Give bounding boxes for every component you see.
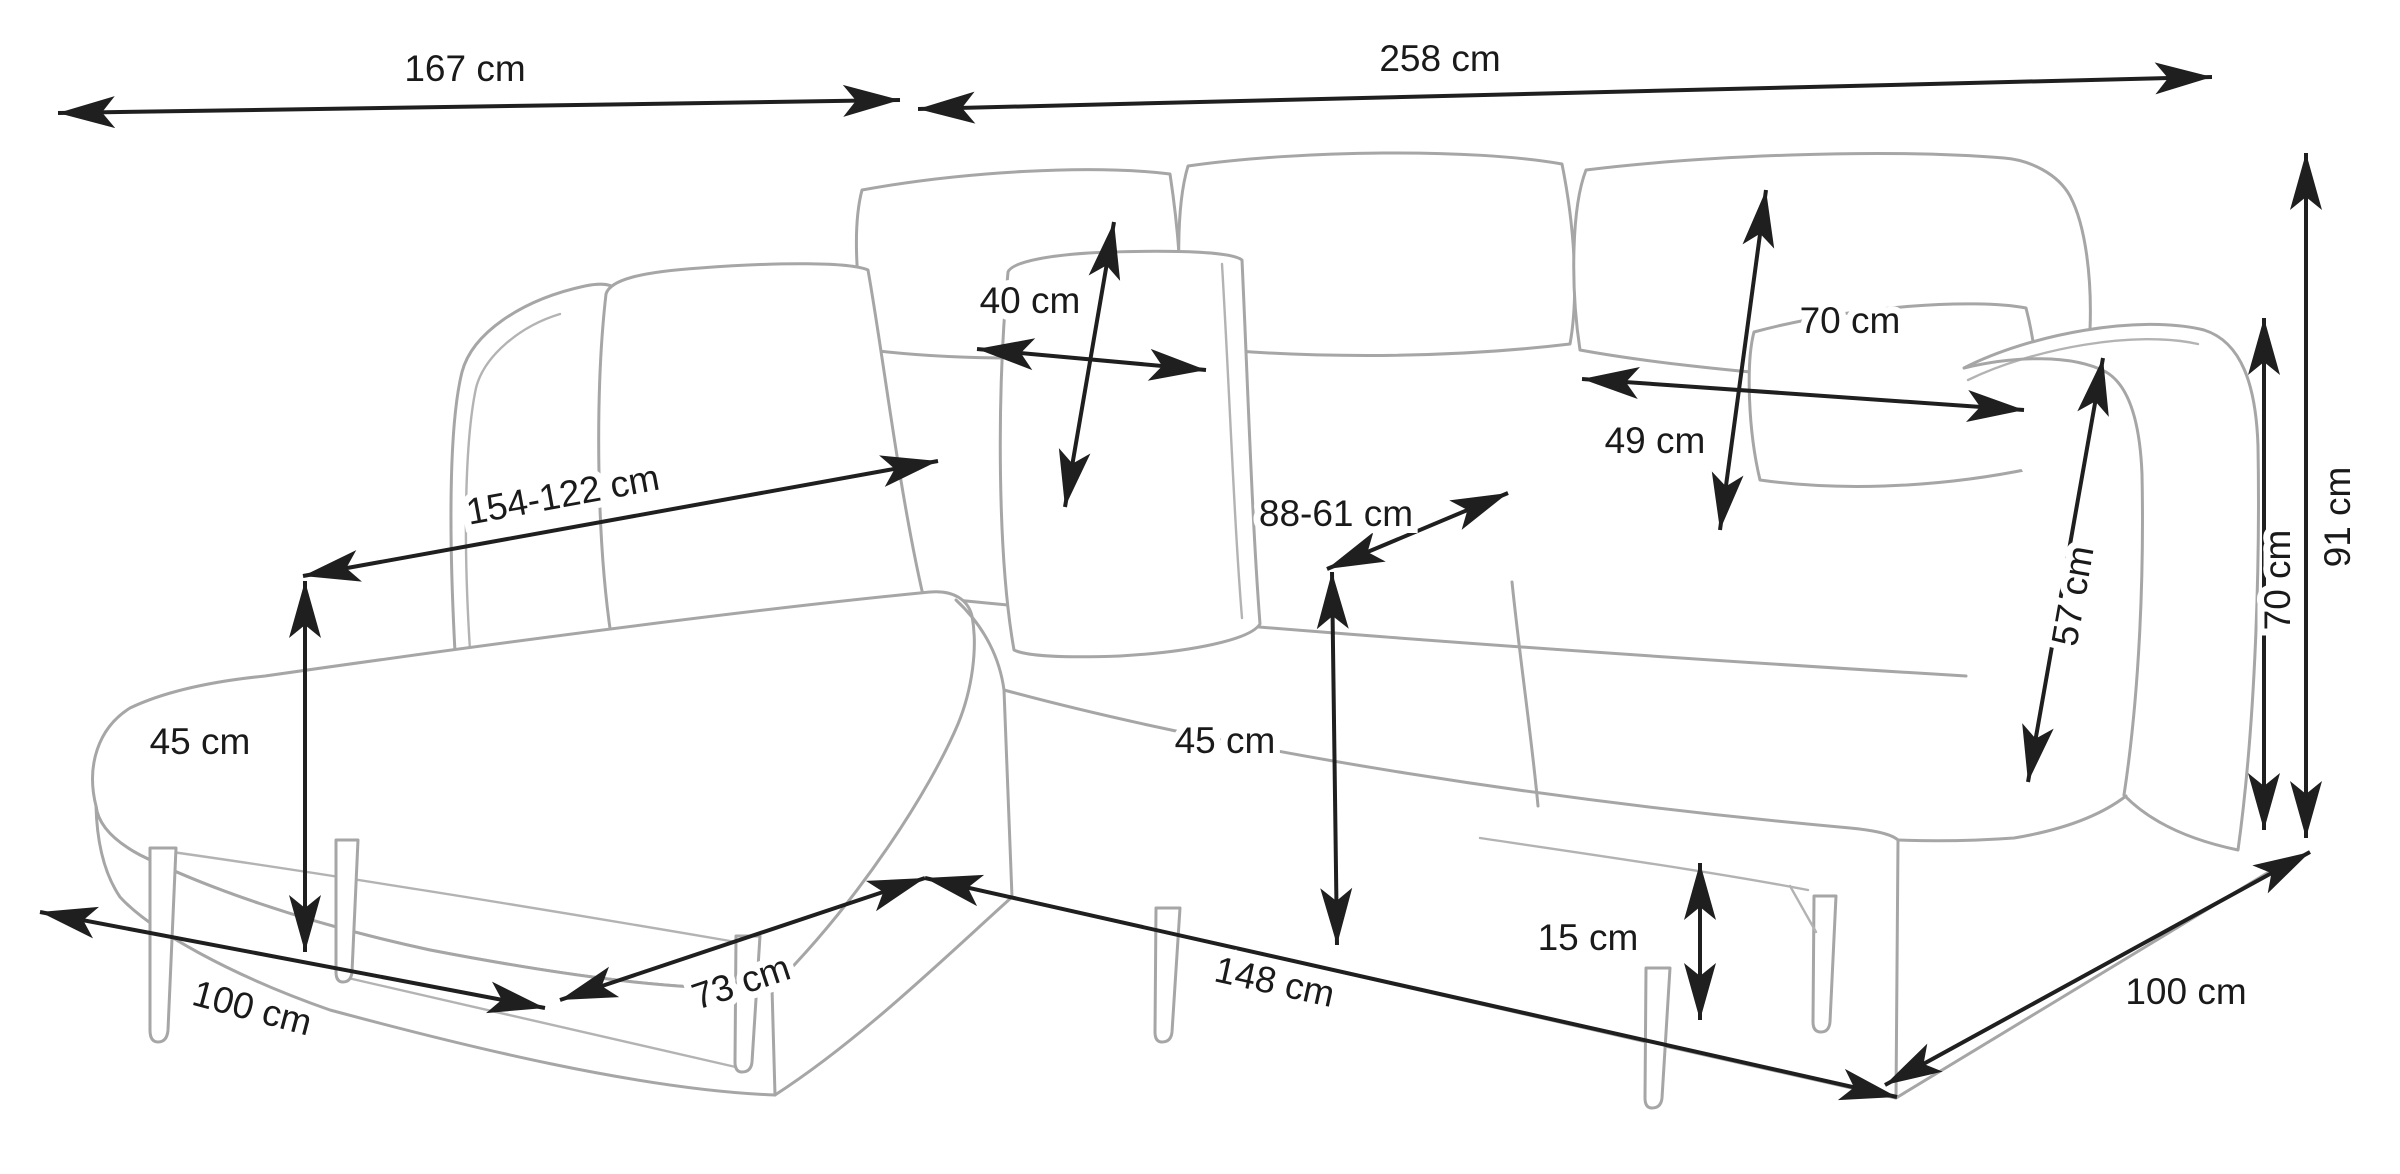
dimension-line-49cm bbox=[1711, 189, 1775, 531]
dimension-line-57cm bbox=[2022, 357, 2109, 783]
dimension-label-15cm: 15 cm bbox=[1538, 917, 1639, 958]
dimension-label-49cm: 49 cm bbox=[1605, 420, 1706, 461]
back-cushion-middle bbox=[1177, 151, 1577, 357]
dimension-line-100cm-left bbox=[39, 906, 546, 1014]
dimension-line-154-122cm bbox=[302, 455, 939, 582]
dimension-label-45cm-left: 45 cm bbox=[150, 721, 251, 762]
dimension-label-40cm: 40 cm bbox=[980, 280, 1081, 321]
dimension-line-148cm bbox=[924, 874, 1898, 1101]
armrest-bottom bbox=[2122, 793, 2240, 852]
dimension-label-91cm: 91 cm bbox=[2317, 467, 2358, 568]
small-cushion-crease bbox=[1220, 262, 1244, 620]
dimension-label-70cm-right: 70 cm bbox=[2257, 530, 2298, 631]
seat-front-edge-right bbox=[1896, 794, 2128, 843]
dimension-label-100cm-right: 100 cm bbox=[2125, 971, 2246, 1012]
dimension-label-45cm-mid: 45 cm bbox=[1175, 720, 1276, 761]
dimension-line-88-61cm bbox=[1326, 491, 1509, 571]
dimension-line-167cm bbox=[57, 84, 901, 129]
dimension-line-258cm bbox=[917, 62, 2213, 124]
dimension-label-88-61cm: 88-61 cm bbox=[1259, 493, 1413, 534]
dimension-line-73cm bbox=[559, 876, 926, 1002]
seat-cushion-seam bbox=[1510, 580, 1540, 808]
dimension-line-40cm-height bbox=[1058, 221, 1121, 508]
dimension-label-70cm-cushion: 70 cm bbox=[1800, 300, 1901, 341]
dimension-line-100cm-right bbox=[1884, 850, 2311, 1087]
dimension-arrows bbox=[39, 62, 2322, 1101]
dimension-label-167cm: 167 cm bbox=[404, 48, 525, 89]
seat-corner-edge bbox=[954, 598, 1006, 692]
dimension-line-70cm-cushion bbox=[1581, 367, 2025, 422]
chaise-back-cushion bbox=[597, 262, 928, 652]
dimension-label-258cm: 258 cm bbox=[1379, 38, 1500, 79]
